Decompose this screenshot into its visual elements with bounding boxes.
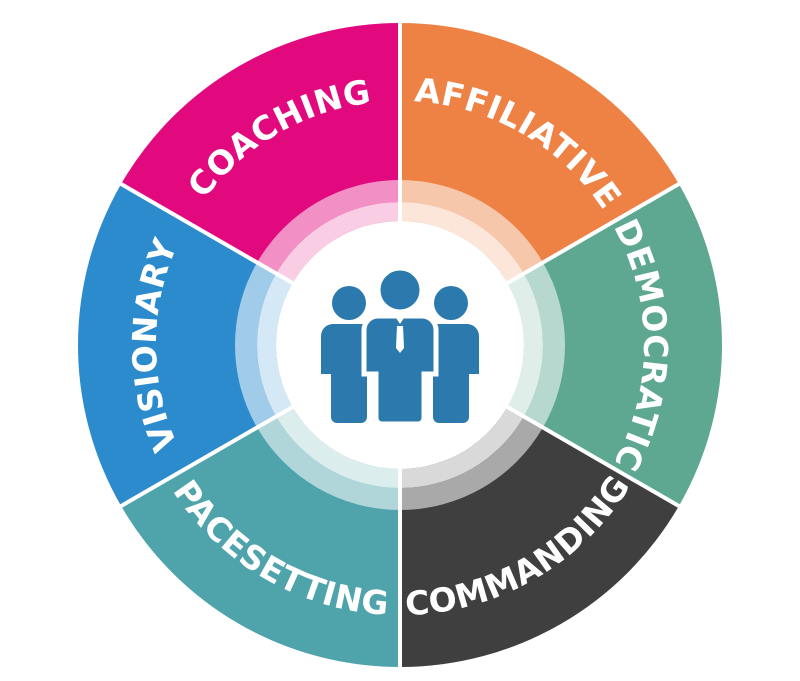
- outer-ring-visionary: [234, 262, 277, 428]
- outer-ring-democratic: [523, 262, 565, 428]
- team-icon: [321, 265, 479, 427]
- outer-ring-commanding: [400, 416, 543, 510]
- outer-ring-pacesetting: [257, 416, 400, 510]
- outer-ring-affiliative: [400, 180, 543, 274]
- inner-ring-commanding: [400, 407, 524, 488]
- inner-ring-coaching: [276, 202, 400, 283]
- outer-ring-coaching: [257, 180, 400, 274]
- inner-ring-pacesetting: [276, 407, 400, 488]
- inner-rings: [234, 180, 565, 510]
- inner-ring-democratic: [507, 273, 543, 417]
- inner-ring-visionary: [257, 273, 293, 417]
- inner-ring-affiliative: [400, 202, 524, 283]
